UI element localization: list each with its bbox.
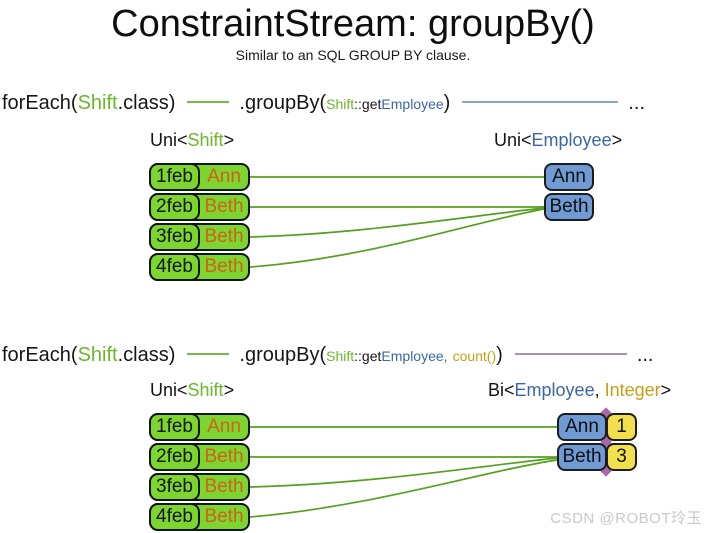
date-cell: 2feb	[149, 193, 200, 221]
watermark: CSDN @ROBOT玲玉	[550, 510, 702, 527]
date-cell: 4feb	[149, 253, 200, 281]
date-cell: 3feb	[149, 223, 200, 251]
uni-shift-header: Uni<Shift>	[150, 130, 235, 150]
employee-cell: Beth	[204, 446, 244, 467]
employee-cell: Beth	[204, 196, 244, 217]
date-cell: 3feb	[149, 473, 200, 501]
stream2-code-line: forEach(Shift.class) .groupBy(Shift::getE…	[2, 342, 704, 369]
employee-box: Beth	[544, 193, 594, 221]
employee-cell: Beth	[204, 256, 244, 277]
shift-row: 1feb Ann	[149, 163, 250, 191]
stream-connector	[187, 101, 230, 104]
bi-tuple: Ann 1	[557, 407, 637, 447]
foreach-expression: forEach(Shift.class)	[2, 92, 176, 114]
bi-tuple: Beth 3	[557, 437, 637, 477]
connection-line	[249, 207, 545, 238]
uni-shift-header: Uni<Shift>	[150, 380, 235, 400]
stream-connector	[187, 353, 230, 356]
employee-cell: Beth	[204, 476, 244, 497]
shift-row: 1feb Ann	[149, 413, 250, 441]
connection-line	[249, 208, 545, 268]
date-cell: 4feb	[149, 503, 200, 531]
employee-cell: Ann	[207, 166, 241, 187]
employee-box: Ann	[544, 163, 594, 191]
page-subtitle: Similar to an SQL GROUP BY clause.	[235, 47, 471, 63]
bi-employee-integer-header: Bi<Employee, Integer>	[488, 380, 672, 400]
stream-connector	[462, 101, 619, 104]
employee-cell: Beth	[204, 506, 244, 527]
count-box: 1	[606, 413, 637, 441]
date-cell: 1feb	[149, 163, 200, 191]
employee-cell: Beth	[204, 226, 244, 247]
page-title: ConstraintStream: groupBy()	[111, 3, 595, 45]
employee-box: Beth	[557, 443, 607, 471]
connection-line	[249, 457, 558, 488]
ellipsis: ...	[636, 344, 654, 366]
uni-employee-header: Uni<Employee>	[494, 130, 623, 150]
ellipsis: ...	[628, 92, 646, 114]
stream-connector	[514, 353, 627, 356]
employee-cell: Ann	[207, 416, 241, 437]
employee-box: Ann	[557, 413, 607, 441]
date-cell: 1feb	[149, 413, 200, 441]
date-cell: 2feb	[149, 443, 200, 471]
stream1-code-line: forEach(Shift.class) .groupBy(Shift::getE…	[2, 90, 704, 117]
foreach-expression: forEach(Shift.class)	[2, 344, 176, 366]
groupby-expression: .groupBy(Shift::getEmployee,count())	[239, 344, 503, 366]
groupby-expression: .groupBy(Shift::getEmployee)	[239, 92, 451, 114]
count-box: 3	[606, 443, 637, 471]
connection-line	[249, 459, 558, 518]
